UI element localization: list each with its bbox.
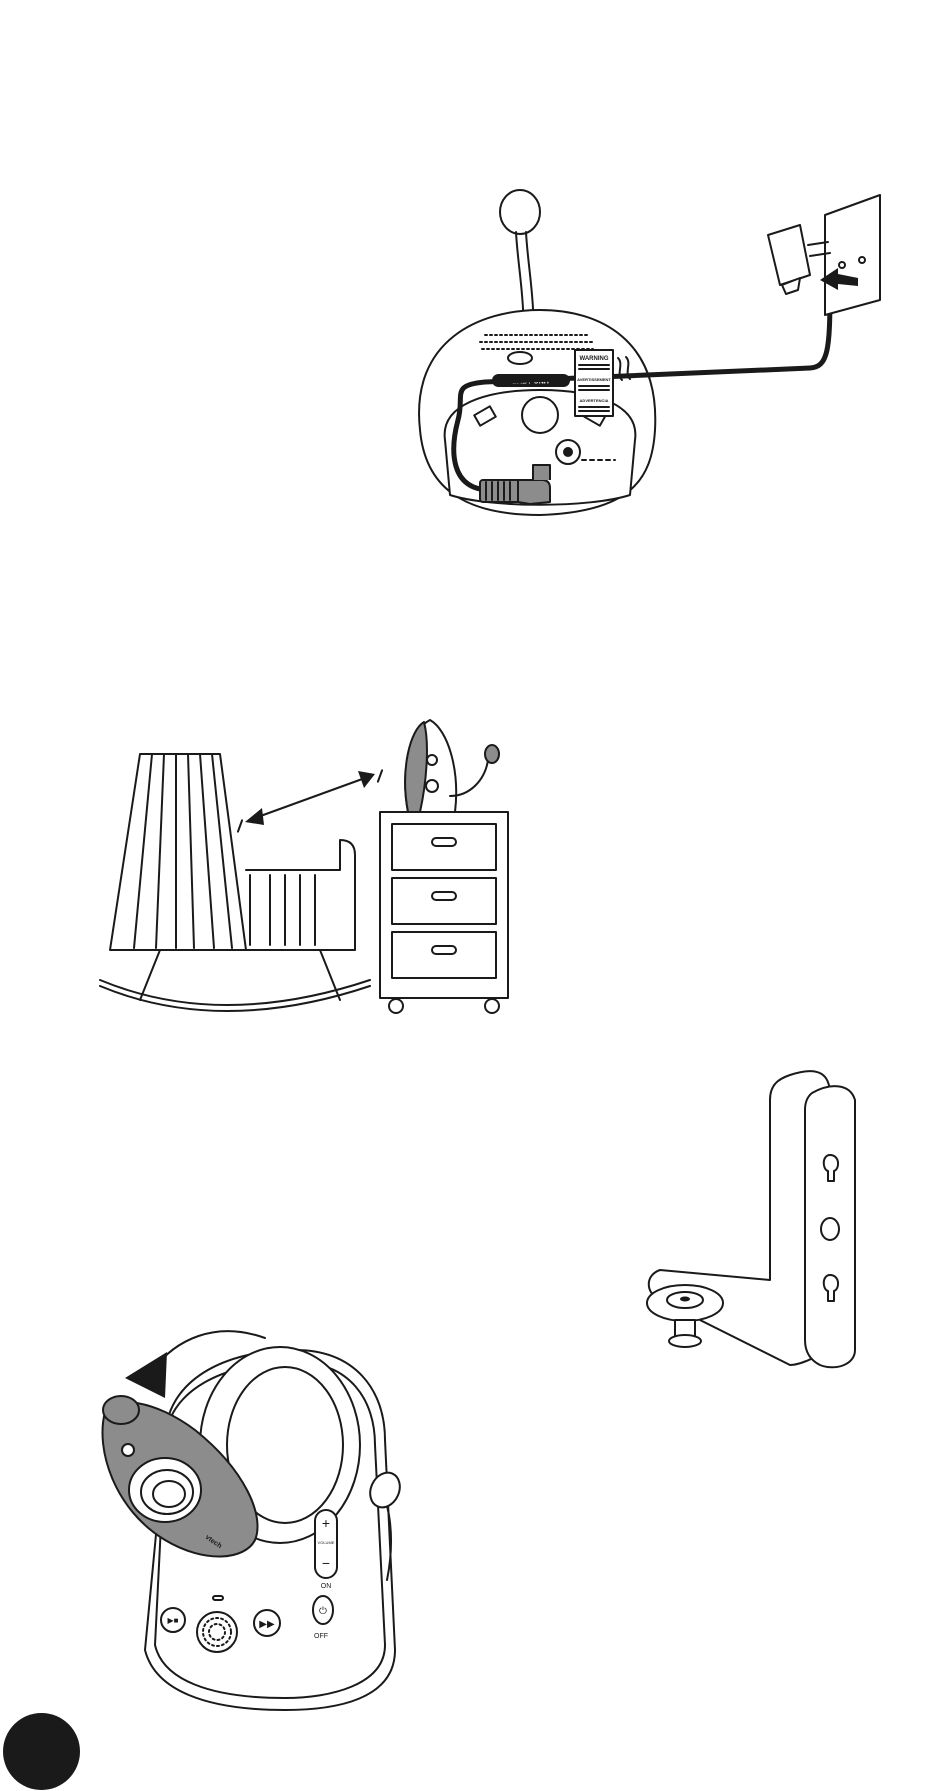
gooseneck-base [508,352,532,364]
power-icon: ⏻ [319,1606,327,1617]
power-on-label: ON [321,1583,332,1590]
camera-tilt-drawing: vtech + VOLUME − ON ⏻ OFF ▶■ ▶▶ [95,1320,465,1720]
power-adapter [768,225,830,294]
wall-outlet [825,195,880,315]
volume-up-icon: + [322,1515,330,1531]
placement-distance-illustration [90,690,570,1050]
distance-arrow [238,770,382,831]
bracket-mount-plate [805,1086,855,1367]
power-off-label: OFF [314,1633,328,1640]
status-light [213,1596,223,1600]
volume-control: + VOLUME − [315,1510,337,1578]
warning-label-en: WARNING [580,356,609,362]
wall-bracket-drawing [640,1065,900,1385]
wall-mount-bracket-illustration [640,1065,900,1385]
camera-tilt-illustration: vtech + VOLUME − ON ⏻ OFF ▶■ ▶▶ [95,1320,465,1720]
svg-text:▶▶: ▶▶ [259,1619,275,1630]
volume-label: VOLUME [318,1540,335,1545]
camera-side-view [405,720,499,812]
cradle-icon [100,754,370,1011]
warning-label-fr: AVERTISSEMENT [577,377,611,382]
placement-drawing [90,690,570,1050]
page-corner-marker [3,1713,80,1790]
warning-label-es: ADVERTENCIA [580,398,609,403]
svg-text:▶■: ▶■ [168,1616,179,1625]
warning-tag: WARNING AVERTISSEMENT ADVERTENCIA [575,350,613,416]
cabinet-icon [380,812,508,1013]
power-connection-drawing: BABY UNIT WARNING AVERTISSEMENT [390,190,900,590]
gooseneck-lamp-head [500,190,540,234]
lens-icon [153,1481,185,1507]
volume-down-icon: − [322,1555,330,1571]
power-connection-illustration: BABY UNIT WARNING AVERTISSEMENT [390,190,900,590]
mount-socket [522,397,558,433]
